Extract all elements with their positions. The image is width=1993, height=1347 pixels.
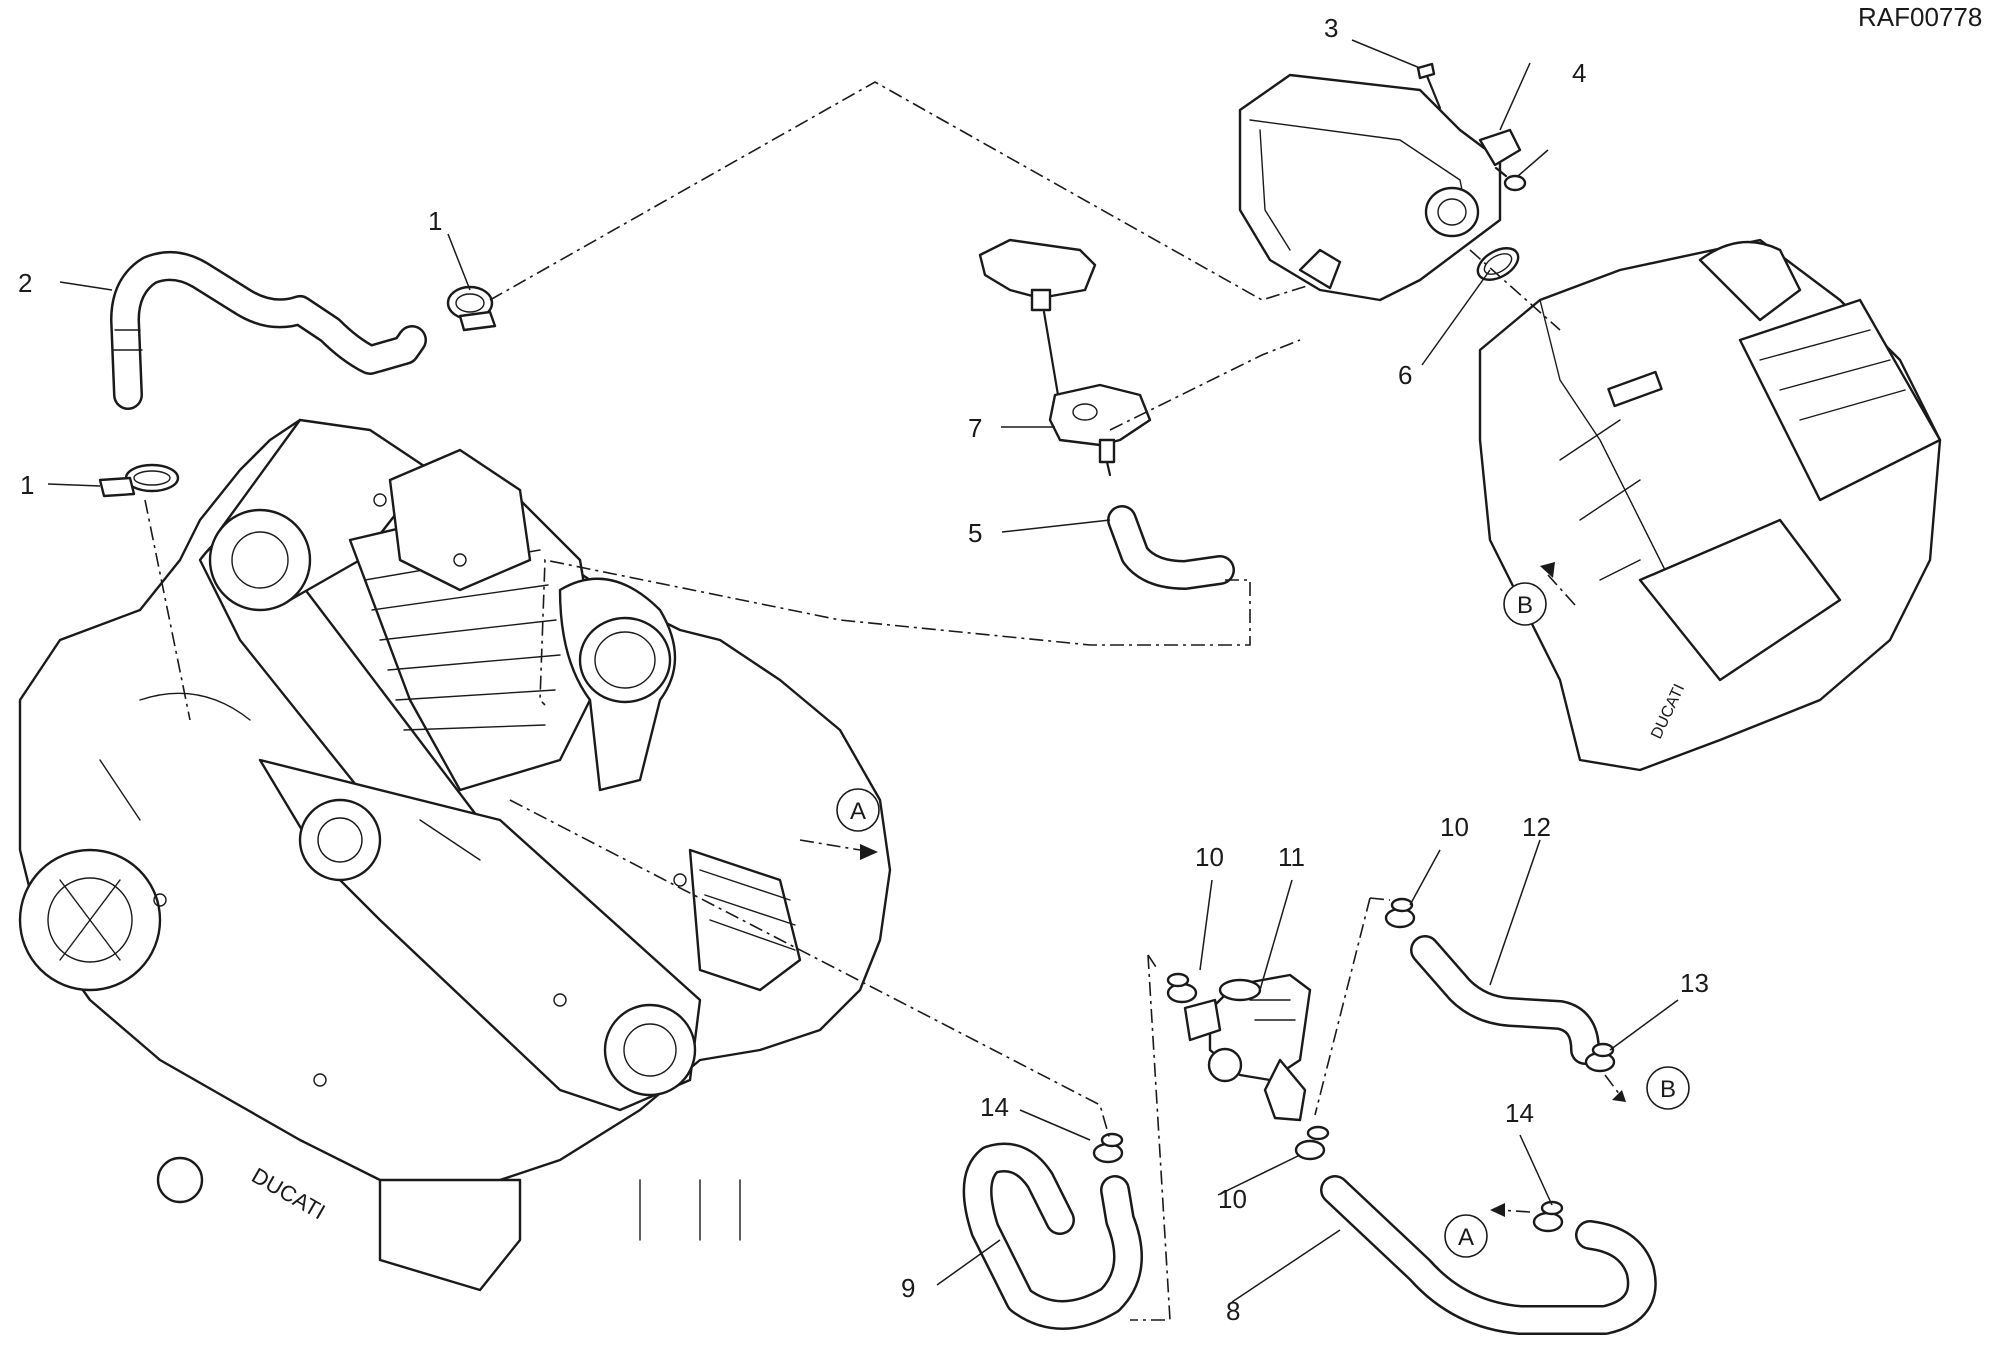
hose-clip-top <box>446 285 497 332</box>
o-ring <box>1476 247 1520 281</box>
callout-7: 7 <box>968 413 982 443</box>
spring-clip-13 <box>1584 1042 1616 1073</box>
screw <box>1416 62 1442 110</box>
spring-clip-10-left <box>1166 972 1198 1004</box>
callout-labels: 1 1 2 3 4 5 6 7 8 9 10 10 10 11 12 13 14… <box>18 13 1709 1326</box>
connector-a-engine: A <box>850 798 866 825</box>
spring-clip-14-left <box>1092 1132 1124 1164</box>
connector-b-hose: B <box>1660 1076 1676 1103</box>
nut <box>1494 166 1527 192</box>
callout-10-top: 10 <box>1440 812 1469 842</box>
connector-b-hose-circle <box>1646 1066 1690 1110</box>
breather-hose <box>110 251 427 410</box>
airbox-assembly: DUCATI <box>1478 238 1942 772</box>
connector-arrows <box>799 562 1626 1217</box>
hose-clip-bottom <box>98 463 180 498</box>
callout-6: 6 <box>1398 360 1412 390</box>
callout-2: 2 <box>18 268 32 298</box>
connector-b-airbox-circle <box>1503 582 1547 626</box>
callout-14-right: 14 <box>1505 1098 1534 1128</box>
callout-10-left: 10 <box>1195 842 1224 872</box>
sensor-assembly <box>978 238 1152 477</box>
drawing-reference-code: RAF00778 <box>1858 2 1982 32</box>
spring-clip-10-bottom <box>1294 1125 1330 1161</box>
connector-a-hose-circle <box>1444 1214 1488 1258</box>
connector-a-engine-circle <box>836 788 880 832</box>
curved-hose-upper <box>1410 935 1600 1065</box>
spring-clip-14-right <box>1532 1200 1564 1233</box>
callout-3: 3 <box>1324 13 1338 43</box>
callout-13: 13 <box>1680 968 1709 998</box>
u-hose <box>962 1142 1143 1330</box>
connector-refs: A A B B <box>836 582 1690 1258</box>
callout-5: 5 <box>968 518 982 548</box>
callout-4: 4 <box>1572 58 1586 88</box>
callout-9: 9 <box>901 1273 915 1303</box>
connector-a-hose: A <box>1458 1224 1474 1251</box>
engine-assembly: DUCATI <box>18 418 892 1292</box>
routing-lines <box>144 81 1561 1321</box>
callout-8: 8 <box>1226 1296 1240 1326</box>
callout-11: 11 <box>1278 842 1305 872</box>
lower-hose <box>1320 1175 1657 1335</box>
callout-12: 12 <box>1522 812 1551 842</box>
connector-b-airbox: B <box>1517 592 1533 619</box>
spring-clip-10-top <box>1384 897 1416 929</box>
small-hose <box>1107 505 1235 590</box>
callout-10-bottom: 10 <box>1218 1184 1247 1214</box>
solenoid-valve <box>1183 973 1312 1122</box>
callout-1-bottom: 1 <box>20 470 34 500</box>
leader-lines <box>47 39 1679 1303</box>
brand-logo-engine: DUCATI <box>248 1163 330 1225</box>
callout-14-left: 14 <box>980 1092 1009 1122</box>
callout-1-top: 1 <box>428 206 442 236</box>
canister-assembly <box>1238 73 1522 302</box>
